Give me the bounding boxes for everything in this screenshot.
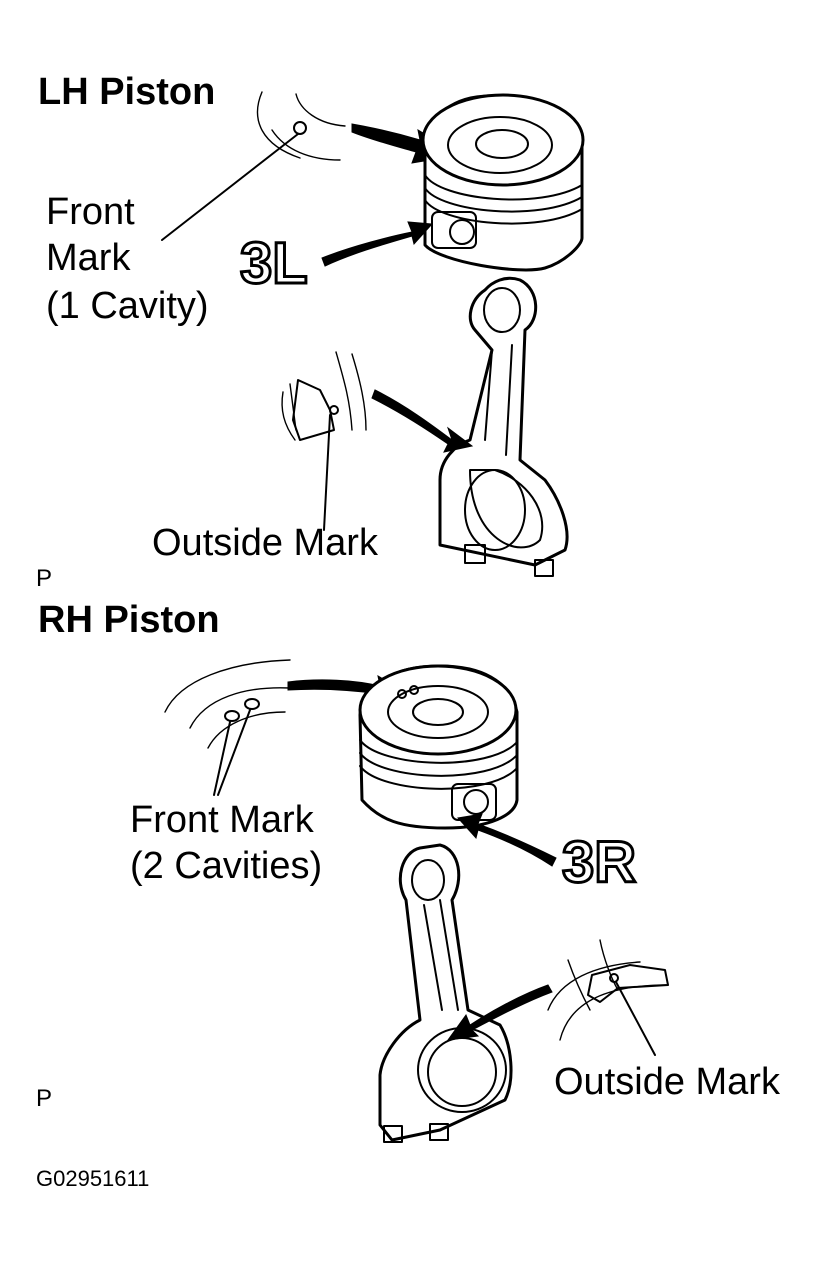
lh-rod-arrow: [371, 389, 474, 453]
rh-cavity-mark-2: [244, 698, 260, 710]
lh-front-mark-label-1: Front: [46, 191, 135, 233]
rh-piston: [358, 664, 519, 830]
rh-front-mark-leader-1: [213, 721, 231, 796]
lh-piston: [421, 93, 585, 272]
rh-code-arrow: [457, 813, 557, 867]
rh-front-mark-label-2: (2 Cavities): [130, 845, 322, 887]
lh-p-label: P: [36, 565, 52, 592]
lh-front-mark-label-3: (1 Cavity): [46, 285, 209, 327]
rh-rod-arrow: [446, 984, 553, 1041]
lh-cavity-mark: [293, 121, 307, 135]
rh-rod-detail: [547, 939, 669, 1041]
lh-front-mark-label-2: Mark: [46, 237, 131, 279]
lh-rod-detail: [281, 351, 367, 441]
rh-cavity-mark-1: [224, 710, 240, 722]
rh-outside-mark-leader: [615, 981, 656, 1056]
rh-code-label: 3R: [562, 830, 636, 895]
rh-connecting-rod: [378, 843, 513, 1143]
lh-piston-title: LH Piston: [38, 71, 215, 113]
rh-front-mark-detail: [164, 659, 291, 749]
rh-outside-mark-label: Outside Mark: [554, 1061, 781, 1103]
rh-piston-title: RH Piston: [38, 599, 220, 641]
lh-outside-mark-leader: [323, 414, 331, 531]
lh-front-mark-detail: [256, 91, 346, 161]
lh-outside-mark-label: Outside Mark: [152, 522, 379, 564]
lh-connecting-rod: [438, 276, 569, 577]
figure-id: G02951611: [36, 1166, 149, 1191]
lh-code-label: 3L: [240, 231, 308, 296]
rh-front-mark-label-1: Front Mark: [130, 799, 315, 841]
rh-front-mark-leader-2: [217, 709, 251, 796]
lh-front-mark-leader: [161, 133, 299, 241]
lh-code-arrow: [321, 221, 434, 267]
rh-p-label: P: [36, 1085, 52, 1112]
